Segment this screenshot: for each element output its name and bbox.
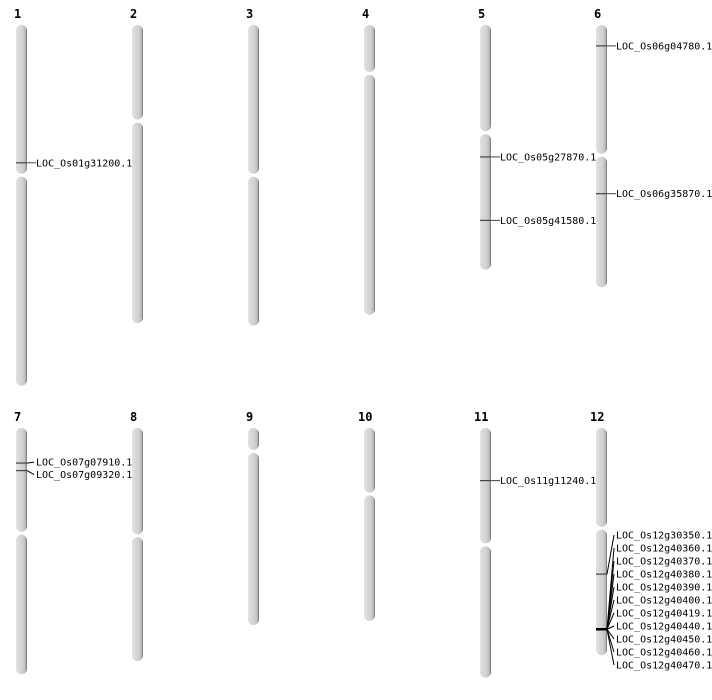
marker-leader	[606, 534, 615, 575]
marker-label: LOC_Os12g40370.1	[616, 557, 712, 568]
marker-label: LOC_Os12g40470.1	[616, 661, 712, 672]
chromosome-number: 10	[358, 410, 372, 424]
marker-label: LOC_Os06g35870.1	[616, 189, 712, 200]
chromosome-short-arm	[364, 428, 375, 493]
chromosome-long-arm	[16, 534, 27, 675]
chromosome-number: 5	[478, 7, 485, 21]
chromosome-long-arm	[248, 176, 259, 326]
marker-label: LOC_Os11g11240.1	[500, 476, 596, 487]
chromosome-10: 10	[358, 410, 375, 621]
chromosome-number: 12	[590, 410, 604, 424]
chromosome-number: 2	[130, 7, 137, 21]
chromosome-long-arm	[364, 74, 375, 315]
chromosome-long-arm	[132, 537, 143, 661]
chromosome-12: 12LOC_Os12g30350.1LOC_Os12g40360.1LOC_Os…	[590, 410, 712, 672]
marker-label: LOC_Os01g31200.1	[36, 158, 132, 169]
chromosome-long-arm	[132, 122, 143, 324]
marker-leader	[26, 461, 35, 464]
marker-label: LOC_Os07g07910.1	[36, 458, 132, 469]
marker-leader	[606, 612, 615, 630]
marker-leader	[606, 599, 615, 630]
chromosome-long-arm	[596, 529, 607, 656]
marker-label: LOC_Os12g40390.1	[616, 583, 712, 594]
chromosome-long-arm	[248, 452, 259, 626]
chromosome-long-arm	[16, 176, 27, 386]
marker-leader	[606, 625, 615, 630]
marker-label: LOC_Os12g40400.1	[616, 596, 712, 607]
chromosome-short-arm	[16, 25, 27, 174]
chromosome-short-arm	[132, 428, 143, 535]
chromosome-3: 3	[246, 7, 259, 326]
chromosome-long-arm	[480, 134, 491, 270]
chromosome-number: 4	[362, 7, 369, 21]
chromosome-9: 9	[246, 410, 259, 626]
chromosome-short-arm	[480, 25, 491, 132]
marker-leader	[606, 629, 615, 666]
chromosome-long-arm	[364, 495, 375, 621]
chromosome-short-arm	[132, 25, 143, 120]
chromosome-long-arm	[596, 156, 607, 288]
chromosome-2: 2	[130, 7, 143, 324]
marker-leader	[606, 628, 615, 640]
chromosome-number: 8	[130, 410, 137, 424]
chromosome-4: 4	[362, 7, 375, 315]
chromosome-short-arm	[596, 25, 607, 154]
chromosome-number: 3	[246, 7, 253, 21]
marker-label: LOC_Os05g27870.1	[500, 152, 596, 163]
marker-label: LOC_Os12g40380.1	[616, 570, 712, 581]
chromosome-number: 11	[474, 410, 488, 424]
marker-leader	[26, 470, 35, 476]
marker-label: LOC_Os12g40360.1	[616, 544, 712, 555]
chromosome-long-arm	[480, 546, 491, 678]
marker-label: LOC_Os12g40440.1	[616, 622, 712, 633]
marker-label: LOC_Os07g09320.1	[36, 470, 132, 481]
marker-label: LOC_Os12g40460.1	[616, 648, 712, 659]
chromosome-short-arm	[248, 25, 259, 174]
marker-label: LOC_Os06g04780.1	[616, 41, 712, 52]
chromosome-short-arm	[364, 25, 375, 72]
marker-leader	[606, 586, 615, 630]
marker-label: LOC_Os12g40450.1	[616, 635, 712, 646]
chromosome-8: 8	[130, 410, 143, 661]
chromosome-short-arm	[248, 428, 259, 450]
chromosome-number: 9	[246, 410, 253, 424]
chromosome-number: 6	[594, 7, 601, 21]
chromosome-short-arm	[480, 428, 491, 544]
marker-label: LOC_Os12g30350.1	[616, 531, 712, 542]
marker-label: LOC_Os05g41580.1	[500, 216, 596, 227]
chromosome-number: 7	[14, 410, 21, 424]
marker-label: LOC_Os12g40419.1	[616, 609, 712, 620]
chromosome-short-arm	[16, 428, 27, 532]
chromosome-number: 1	[14, 7, 21, 21]
chromosome-short-arm	[596, 428, 607, 527]
